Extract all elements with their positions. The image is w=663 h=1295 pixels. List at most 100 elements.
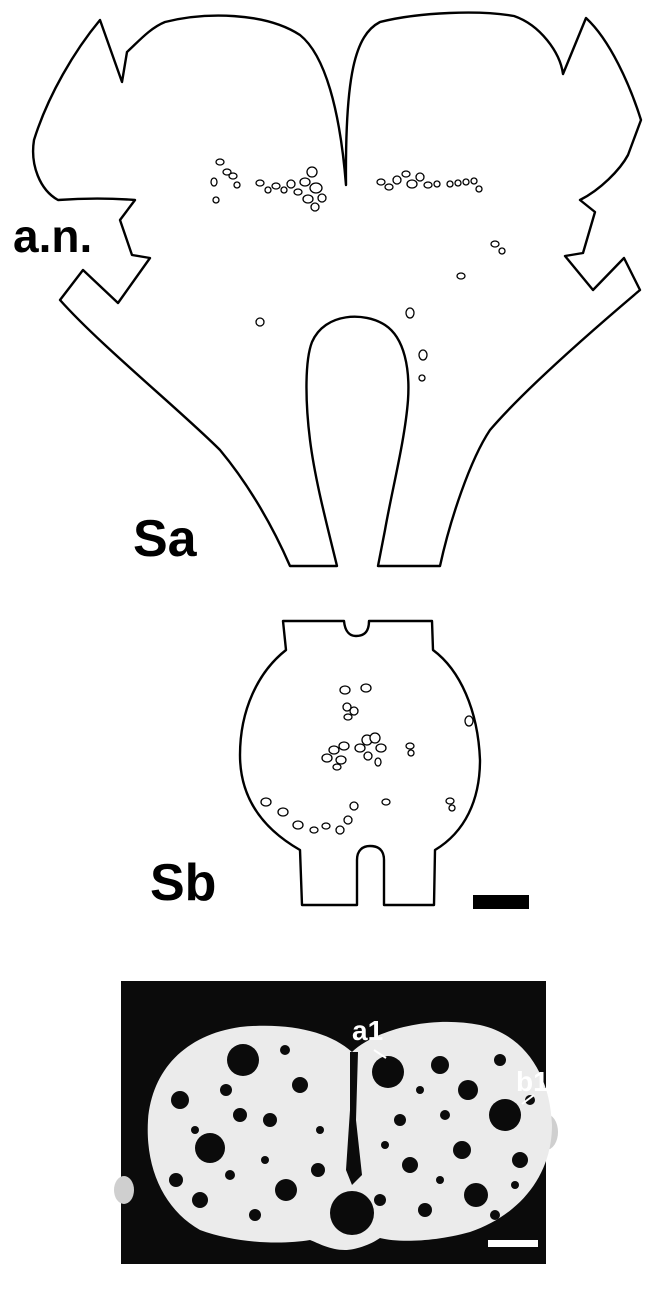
sa-cell bbox=[491, 241, 499, 247]
sb-cell bbox=[449, 805, 455, 811]
sb-cell bbox=[376, 744, 386, 752]
axon-profile bbox=[225, 1170, 235, 1180]
sb-cell bbox=[344, 816, 352, 824]
sb-cell bbox=[406, 743, 414, 749]
sa-cell bbox=[377, 179, 385, 185]
sa-cell bbox=[265, 187, 271, 193]
sb-cell bbox=[293, 821, 303, 829]
axon-profile bbox=[394, 1114, 406, 1126]
sb-cell bbox=[350, 707, 358, 715]
axon-profile bbox=[195, 1133, 225, 1163]
axon-profile bbox=[169, 1173, 183, 1187]
axon-profile bbox=[381, 1141, 389, 1149]
axon-profile bbox=[233, 1108, 247, 1122]
sb-cell bbox=[355, 744, 365, 752]
axon-profile bbox=[489, 1099, 521, 1131]
sb-cell bbox=[261, 798, 271, 806]
sa-cell bbox=[294, 189, 302, 195]
axon-profile bbox=[436, 1176, 444, 1184]
axon-profile bbox=[261, 1156, 269, 1164]
sa-cell bbox=[499, 248, 505, 254]
axon-profile bbox=[372, 1056, 404, 1088]
sb-cell bbox=[465, 716, 473, 726]
label-b1: b1 bbox=[516, 1066, 549, 1097]
sa-cell bbox=[402, 171, 410, 177]
scale-bar-top bbox=[473, 895, 529, 909]
sb-cell bbox=[322, 823, 330, 829]
sa-cell bbox=[272, 183, 280, 189]
axon-profile bbox=[316, 1126, 324, 1134]
sb-cell bbox=[375, 758, 381, 766]
sa-cell bbox=[457, 273, 465, 279]
axon-profile bbox=[453, 1141, 471, 1159]
axon-profile bbox=[494, 1054, 506, 1066]
axon-profile bbox=[249, 1209, 261, 1221]
axon-profile bbox=[402, 1157, 418, 1173]
sb-cell bbox=[310, 827, 318, 833]
axon-profile bbox=[227, 1044, 259, 1076]
sa-cell bbox=[406, 308, 414, 318]
sa-cell bbox=[310, 183, 322, 193]
sa-cell bbox=[311, 203, 319, 211]
section-sa-drawing: a.n. Sa bbox=[13, 13, 641, 568]
sa-cell bbox=[463, 179, 469, 185]
micrograph-panel: a1 b1 bbox=[114, 981, 558, 1264]
sa-cell bbox=[476, 186, 482, 192]
axon-profile bbox=[512, 1152, 528, 1168]
sa-cell bbox=[419, 375, 425, 381]
label-an: a.n. bbox=[13, 210, 92, 262]
axon-profile bbox=[171, 1091, 189, 1109]
sb-cell bbox=[382, 799, 390, 805]
sa-cell bbox=[287, 180, 295, 188]
axon-profile bbox=[191, 1126, 199, 1134]
sa-cell bbox=[424, 182, 432, 188]
section-sb-drawing: Sb bbox=[150, 621, 529, 912]
sb-cell bbox=[336, 756, 346, 764]
sb-cell bbox=[350, 802, 358, 810]
axon-profile bbox=[292, 1077, 308, 1093]
axon-profile bbox=[220, 1084, 232, 1096]
sa-cell bbox=[471, 178, 477, 184]
label-sb: Sb bbox=[150, 854, 216, 912]
sb-cell bbox=[322, 754, 332, 762]
sb-cell bbox=[344, 714, 352, 720]
sb-cell bbox=[340, 686, 350, 694]
axon-profile bbox=[416, 1086, 424, 1094]
sb-cell bbox=[408, 750, 414, 756]
axon-profile bbox=[418, 1203, 432, 1217]
sa-cell bbox=[303, 195, 313, 203]
edge-fragment-left bbox=[114, 1176, 134, 1204]
sa-cell bbox=[447, 181, 453, 187]
sb-cell bbox=[361, 684, 371, 692]
sa-cell bbox=[416, 173, 424, 181]
sa-cell bbox=[300, 178, 310, 186]
axon-profile bbox=[374, 1194, 386, 1206]
section-sa-outline bbox=[33, 13, 641, 566]
sb-cell bbox=[364, 752, 372, 760]
sa-cell bbox=[256, 180, 264, 186]
axon-profile bbox=[280, 1045, 290, 1055]
sa-cell bbox=[434, 181, 440, 187]
axon-profile bbox=[458, 1080, 478, 1100]
sa-cell bbox=[234, 182, 240, 188]
label-a1: a1 bbox=[352, 1015, 383, 1046]
sa-cell bbox=[256, 318, 264, 326]
sa-cell bbox=[385, 184, 393, 190]
axon-profile bbox=[490, 1210, 500, 1220]
sb-cell bbox=[339, 742, 349, 750]
axon-profile bbox=[311, 1163, 325, 1177]
axon-profile bbox=[263, 1113, 277, 1127]
axon-profile bbox=[192, 1192, 208, 1208]
central-canal bbox=[330, 1191, 374, 1235]
scale-bar-micrograph bbox=[488, 1240, 538, 1247]
sa-cell bbox=[407, 180, 417, 188]
sa-cell bbox=[455, 180, 461, 186]
axon-profile bbox=[275, 1179, 297, 1201]
sb-cell bbox=[446, 798, 454, 804]
sb-cell bbox=[329, 746, 339, 754]
sa-cell bbox=[216, 159, 224, 165]
axon-profile bbox=[511, 1181, 519, 1189]
sa-cell bbox=[318, 194, 326, 202]
sa-cell bbox=[419, 350, 427, 360]
